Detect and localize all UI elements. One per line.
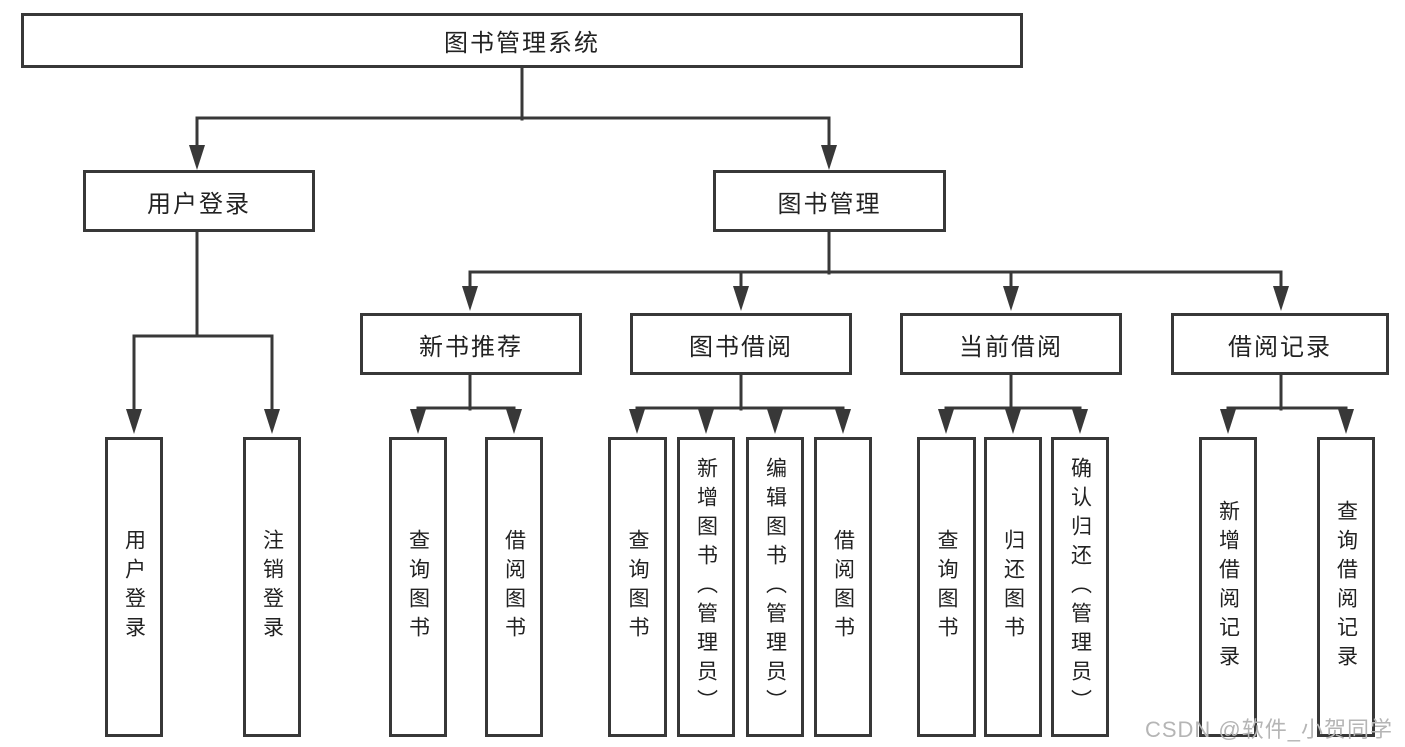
node-user-login: 用户登录 (83, 170, 315, 232)
node-new-book-recommendation-label: 新书推荐 (419, 333, 523, 361)
leaf-br-query-borrow-record: 查询借阅记录 (1317, 437, 1375, 737)
node-root: 图书管理系统 (21, 13, 1023, 68)
node-borrowing-records-label: 借阅记录 (1228, 333, 1332, 361)
node-book-management: 图书管理 (713, 170, 946, 232)
node-root-label: 图书管理系统 (444, 30, 600, 57)
leaf-br-add-borrow-record-label: 新增借阅记录 (1216, 500, 1240, 674)
leaf-bb-edit-book-admin-label: 编辑图书（管理员） (763, 456, 787, 718)
leaf-cb-query-book: 查询图书 (917, 437, 976, 737)
leaf-bb-query-book: 查询图书 (608, 437, 667, 737)
leaf-cb-confirm-return-admin: 确认归还（管理员） (1051, 437, 1109, 737)
node-book-management-label: 图书管理 (777, 190, 882, 218)
node-current-borrowing-label: 当前借阅 (959, 333, 1063, 361)
leaf-logout: 注销登录 (243, 437, 301, 737)
node-user-login-label: 用户登录 (147, 190, 251, 218)
leaf-nb-borrow-book: 借阅图书 (485, 437, 543, 737)
leaf-user-login-label: 用户登录 (122, 529, 146, 645)
node-book-borrowing: 图书借阅 (630, 313, 852, 375)
leaf-user-login: 用户登录 (105, 437, 163, 737)
leaf-bb-edit-book-admin: 编辑图书（管理员） (746, 437, 804, 737)
leaf-bb-add-book-admin-label: 新增图书（管理员） (694, 456, 718, 718)
leaf-logout-label: 注销登录 (260, 529, 284, 645)
leaf-nb-borrow-book-label: 借阅图书 (502, 529, 526, 645)
leaf-cb-query-book-label: 查询图书 (935, 529, 958, 645)
node-new-book-recommendation: 新书推荐 (360, 313, 582, 375)
node-borrowing-records: 借阅记录 (1171, 313, 1389, 375)
leaf-br-query-borrow-record-label: 查询借阅记录 (1334, 500, 1358, 674)
watermark-text: CSDN @软件_小贺同学 (1144, 717, 1393, 742)
leaf-cb-return-book-label: 归还图书 (1001, 529, 1025, 645)
leaf-cb-return-book: 归还图书 (984, 437, 1042, 737)
leaf-nb-query-book-label: 查询图书 (406, 529, 430, 645)
leaf-bb-borrow-book: 借阅图书 (814, 437, 872, 737)
node-current-borrowing: 当前借阅 (900, 313, 1122, 375)
leaf-cb-confirm-return-admin-label: 确认归还（管理员） (1068, 456, 1092, 718)
leaf-bb-borrow-book-label: 借阅图书 (831, 529, 855, 645)
leaf-nb-query-book: 查询图书 (389, 437, 447, 737)
leaf-bb-query-book-label: 查询图书 (626, 529, 649, 645)
leaf-bb-add-book-admin: 新增图书（管理员） (677, 437, 735, 737)
node-book-borrowing-label: 图书借阅 (689, 333, 793, 361)
leaf-br-add-borrow-record: 新增借阅记录 (1199, 437, 1257, 737)
